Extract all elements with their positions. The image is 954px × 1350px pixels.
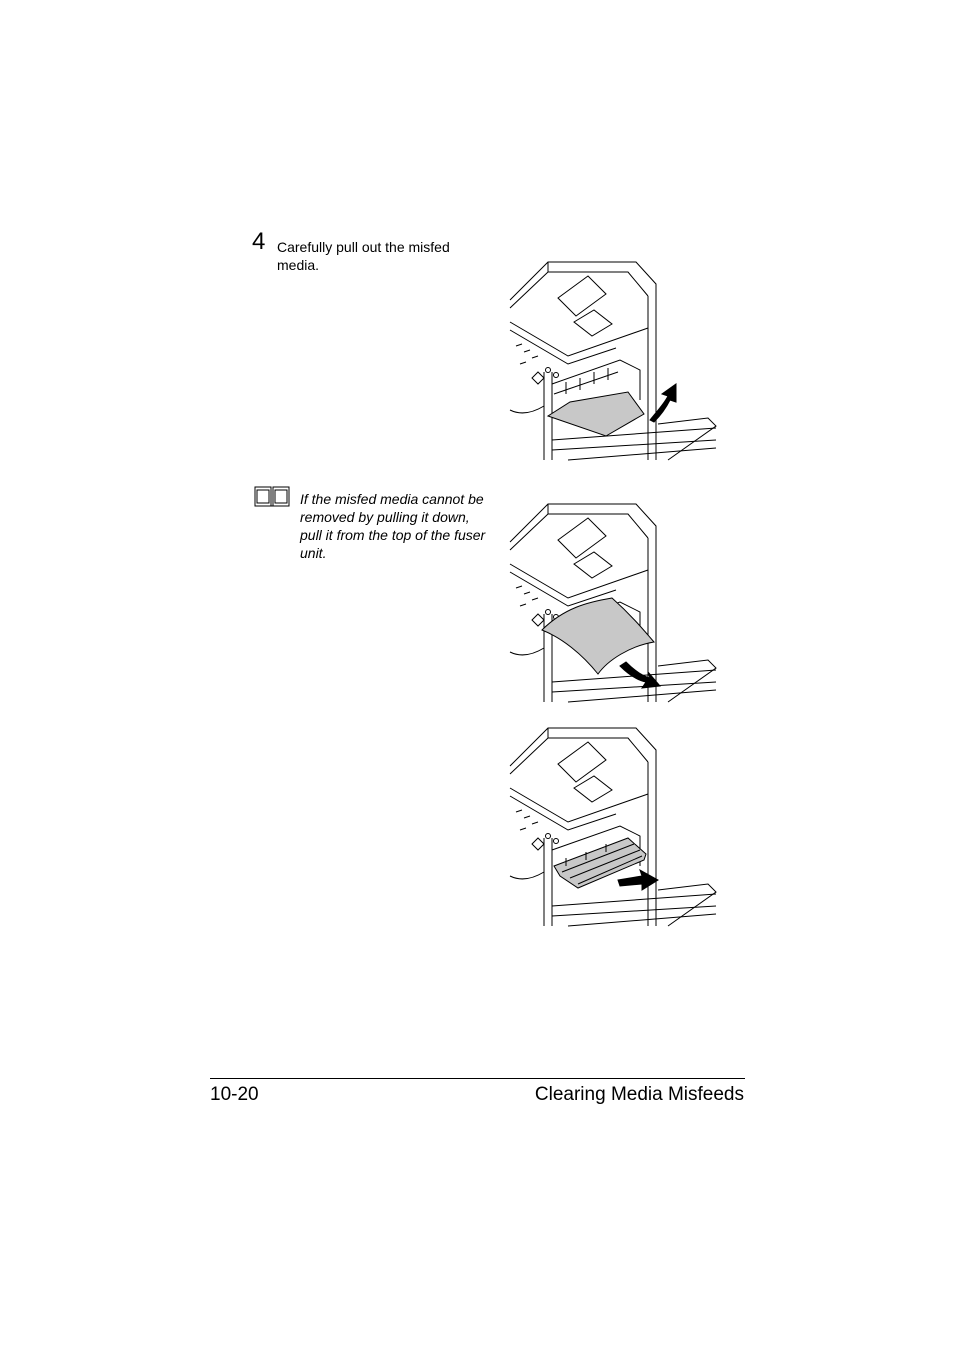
step-number: 4	[252, 228, 266, 255]
section-title: Clearing Media Misfeeds	[534, 1084, 744, 1105]
page-number: 10-20	[210, 1084, 259, 1105]
step-instruction: Carefully pull out the misfed media.	[277, 239, 450, 273]
printer-paper-pull-up-illustration	[509, 261, 717, 461]
note-text: If the misfed media cannot be removed by…	[300, 491, 486, 561]
book-note-icon	[254, 486, 290, 507]
footer-divider	[210, 1078, 745, 1079]
printer-fuser-removal-illustration	[509, 727, 717, 927]
printer-paper-pull-down-illustration	[509, 503, 717, 703]
